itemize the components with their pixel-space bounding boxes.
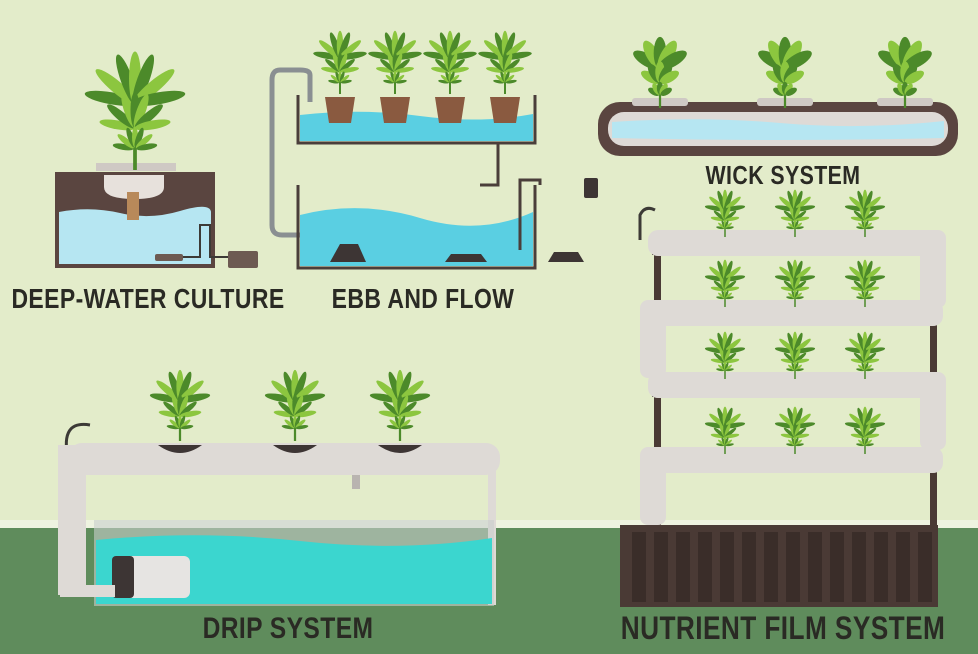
dwc-roots (127, 192, 139, 220)
nft-crate-slat (808, 532, 822, 602)
nft-plant (844, 189, 886, 238)
dwc-air-pump (228, 251, 258, 268)
label-drip-system: DRIP SYSTEM (202, 612, 374, 645)
nft-crate-slat (632, 532, 646, 602)
wick-plant (758, 36, 812, 109)
drip-pump-cap (112, 556, 134, 598)
nft-plant (704, 259, 746, 308)
ebb-pump-right (445, 254, 487, 262)
dwc-net-pot (104, 175, 164, 199)
ebb-drain-tube (269, 67, 345, 238)
wick-water (612, 119, 944, 140)
ebb-air-pump (548, 252, 584, 262)
dwc-system (55, 163, 258, 268)
nft-crate-slat (874, 532, 888, 602)
nft-elbow (920, 230, 946, 308)
dwc-water (59, 206, 211, 264)
nft-plant (704, 189, 746, 238)
nft-plant (844, 259, 886, 308)
ebb-system (269, 67, 598, 270)
nft-feed-tube (638, 206, 656, 240)
nft-channel (648, 372, 943, 398)
nft-plant (704, 406, 746, 455)
dwc-air-stone (155, 254, 183, 261)
nft-crate-slat (896, 532, 910, 602)
nft-crate-slat (830, 532, 844, 602)
nft-plant (844, 331, 886, 380)
wick-plant (878, 36, 932, 109)
nft-crate-slat (676, 532, 690, 602)
nft-channel (648, 300, 943, 326)
drip-water (96, 535, 492, 604)
ebb-pot (380, 97, 410, 123)
drip-plant (264, 369, 326, 442)
drip-plant (149, 369, 211, 442)
ebb-flood-tray (296, 95, 537, 145)
ebb-reservoir (296, 185, 537, 270)
nft-crate-slat (698, 532, 712, 602)
drip-net-pot (273, 445, 317, 453)
dwc-air-tube (183, 224, 228, 258)
ebb-pump-left (330, 244, 366, 262)
ebb-plant (368, 30, 422, 95)
drip-plant (369, 369, 431, 442)
nft-crate-slat (786, 532, 800, 602)
nft-crate-slat (654, 532, 668, 602)
label-nutrient-film-system: NUTRIENT FILM SYSTEM (620, 610, 946, 646)
ebb-overflow-pipe (480, 143, 500, 187)
drip-pump-pipe (60, 585, 115, 597)
nft-elbow (920, 372, 946, 450)
nft-elbow (640, 447, 666, 525)
wick-plant (633, 36, 687, 109)
ebb-feed-tube (518, 178, 542, 250)
ebb-timer (584, 178, 598, 198)
nft-crate-slat (918, 532, 932, 602)
ebb-plant (423, 30, 477, 95)
nft-plant (704, 331, 746, 380)
dwc-plant (84, 51, 186, 170)
wick-system (598, 102, 958, 156)
ebb-pot (490, 97, 520, 123)
drip-net-pot (378, 445, 422, 453)
nft-system (620, 206, 946, 607)
nft-crate-slat (720, 532, 734, 602)
ebb-tray-water (300, 111, 533, 141)
nft-crate-slat (852, 532, 866, 602)
ebb-pot (435, 97, 465, 123)
label-deep-water-culture: DEEP-WATER CULTURE (11, 283, 285, 314)
nft-plant (844, 406, 886, 455)
nft-plant (774, 259, 816, 308)
label-ebb-and-flow: EBB AND FLOW (331, 283, 515, 314)
label-wick-system: WICK SYSTEM (705, 160, 861, 190)
drip-return (352, 475, 360, 489)
nft-elbow (640, 300, 666, 378)
drip-system (58, 422, 500, 606)
ebb-plant (313, 30, 367, 95)
nft-plant (774, 331, 816, 380)
nft-plant (774, 189, 816, 238)
nft-crate-slat (742, 532, 756, 602)
nft-channel (648, 230, 943, 256)
nft-plant (774, 406, 816, 455)
ebb-plant (478, 30, 532, 95)
drip-net-pot (158, 445, 202, 453)
ebb-pot (325, 97, 355, 123)
nft-channel (648, 447, 943, 473)
nft-crate-slat (764, 532, 778, 602)
